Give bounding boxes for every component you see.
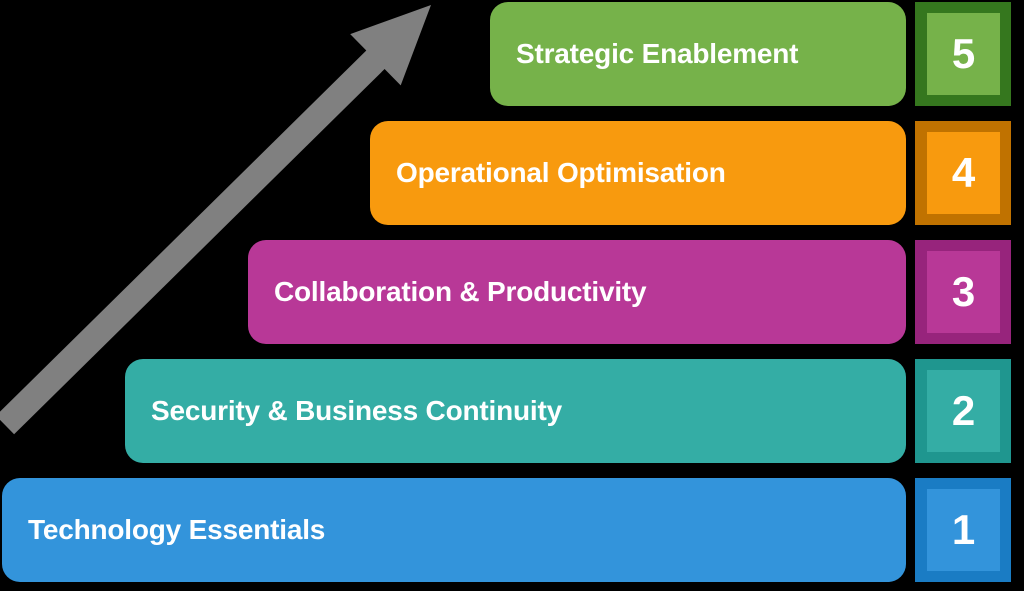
tier-bar-level-4[interactable]: Operational Optimisation	[370, 121, 906, 225]
tier-row: Strategic Enablement 5	[0, 2, 1024, 106]
tier-row: Security & Business Continuity 2	[0, 359, 1024, 463]
level-number: 3	[951, 268, 976, 315]
level-chip-5[interactable]: 5	[915, 2, 1011, 106]
level-number: 5	[951, 30, 976, 77]
tier-row: Collaboration & Productivity 3	[0, 240, 1024, 344]
level-chip-2[interactable]: 2	[915, 359, 1011, 463]
level-chip-3[interactable]: 3	[915, 240, 1011, 344]
level-number: 2	[951, 387, 976, 434]
tier-bar-level-3[interactable]: Collaboration & Productivity	[248, 240, 906, 344]
tier-row: Operational Optimisation 4	[0, 121, 1024, 225]
level-number: 1	[951, 506, 976, 553]
tier-bar-level-1[interactable]: Technology Essentials	[2, 478, 906, 582]
tier-row: Technology Essentials 1	[0, 478, 1024, 582]
tier-bar-level-5[interactable]: Strategic Enablement	[490, 2, 906, 106]
level-chip-4[interactable]: 4	[915, 121, 1011, 225]
tier-label: Operational Optimisation	[396, 157, 726, 188]
level-chip-1[interactable]: 1	[915, 478, 1011, 582]
tier-label: Technology Essentials	[28, 514, 326, 545]
tier-label: Collaboration & Productivity	[274, 276, 647, 307]
tier-label: Strategic Enablement	[516, 38, 799, 69]
tier-bar-level-2[interactable]: Security & Business Continuity	[125, 359, 906, 463]
level-number: 4	[951, 149, 976, 196]
tier-label: Security & Business Continuity	[151, 395, 562, 426]
